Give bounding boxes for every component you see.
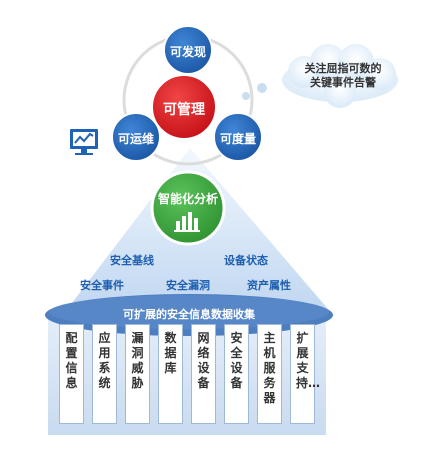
callout-dot (257, 83, 267, 93)
callout-line-1: 关注屈指可数的 (304, 62, 382, 75)
node-operate (111, 112, 161, 162)
node-measure (213, 112, 263, 162)
source-pillar: 安全设备 (224, 324, 249, 424)
bar-chart-icon (174, 212, 200, 232)
source-pillar: 配置信息 (59, 324, 84, 424)
node-analysis (150, 170, 226, 246)
callout-line-2: 关键事件告警 (310, 76, 376, 89)
node-measure-label: 可度量 (219, 132, 256, 146)
topic-device-status: 设备状态 (224, 254, 268, 267)
source-pillar: 主机服务器 (257, 324, 282, 424)
source-pillar: 数据库 (158, 324, 183, 424)
source-pillar: 扩展支持… (290, 324, 321, 424)
source-pillar: 漏洞威胁 (125, 324, 150, 424)
source-pillar: 网络设备 (191, 324, 216, 424)
topic-vulnerability: 安全漏洞 (166, 279, 210, 292)
source-pillar: 应用系统 (92, 324, 117, 424)
topic-baseline: 安全基线 (110, 254, 154, 267)
source-label: 漏洞威胁 (131, 331, 144, 390)
source-label: 应用系统 (98, 331, 111, 390)
node-discover-label: 可发现 (169, 45, 206, 59)
callout-dot (242, 92, 250, 100)
monitor-chart-icon (70, 129, 98, 155)
source-label: 主机服务器 (263, 331, 276, 405)
source-label: 网络设备 (197, 331, 210, 390)
callout-cloud (282, 44, 398, 108)
source-label: 配置信息 (65, 331, 78, 390)
analysis-label: 智能化分析 (157, 192, 218, 206)
source-label: 数据库 (164, 331, 177, 375)
node-discover (163, 25, 213, 75)
source-label: 安全设备 (230, 331, 243, 390)
node-operate-label: 可运维 (117, 132, 154, 146)
source-label: 扩展支持… (296, 331, 321, 390)
topic-security-event: 安全事件 (80, 279, 124, 292)
callout-text: 关注屈指可数的 关键事件告警 (300, 62, 386, 90)
topic-asset-attributes: 资产属性 (247, 279, 291, 292)
node-manage-label: 可管理 (163, 102, 205, 118)
collection-label: 可扩展的安全信息数据收集 (123, 308, 255, 321)
node-manage (151, 74, 217, 140)
